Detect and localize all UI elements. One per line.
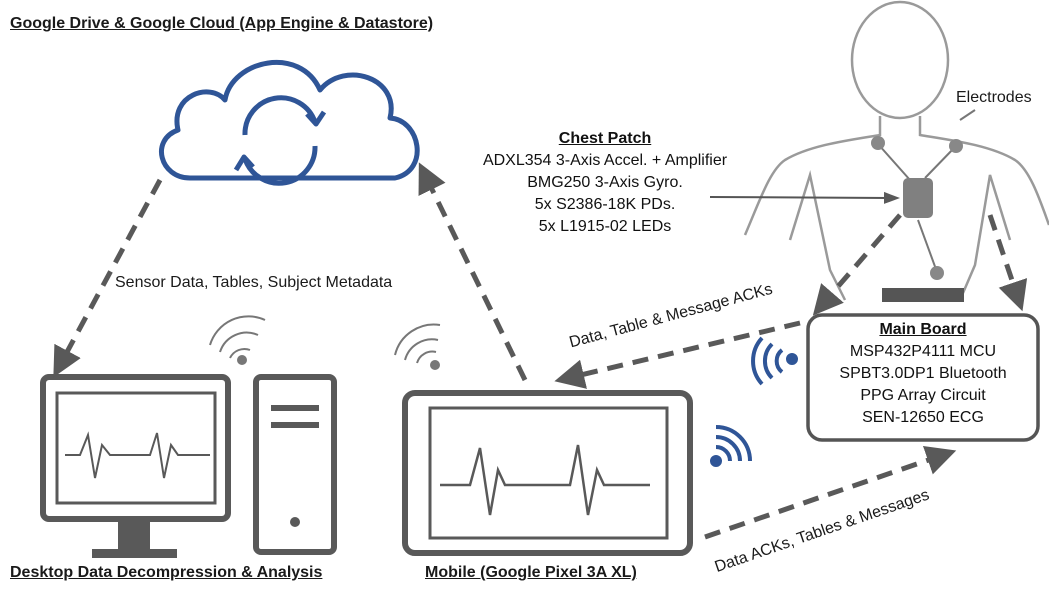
bluetooth-signal-icon-mobile [710,425,752,467]
electrode-left [871,136,885,150]
sync-icon [233,95,327,186]
electrodes-label: Electrodes [956,89,1032,106]
chest-patch-line: ADXL354 3-Axis Accel. + Amplifier [482,152,728,169]
arrow-cloud-to-desktop [53,178,163,378]
chest-patch-pointer [709,191,900,204]
electrodes [871,136,963,280]
chest-patch-line: 5x S2386-18K PDs. [534,196,676,213]
human-body-outline [743,0,1049,301]
chest-patch-line: 5x L1915-02 LEDs [538,218,672,235]
main-board-line: PPG Array Circuit [860,387,986,404]
mobile-title: Mobile (Google Pixel 3A XL) [425,564,637,581]
arrow-patch-to-board [812,213,902,316]
main-board-line: SPBT3.0DP1 Bluetooth [839,365,1007,382]
cloud-icon [159,60,420,181]
cloud-title: Google Drive & Google Cloud (App Engine … [10,15,434,32]
bluetooth-signal-icon-board [751,336,798,386]
wifi-icon-mobile [394,323,441,370]
arrow-mobile-to-cloud [418,162,528,382]
electrode-lower [930,266,944,280]
desktop-monitor-icon [40,374,231,558]
arrow-electrodes-to-board [987,214,1028,312]
cloud-link-label: Sensor Data, Tables, Subject Metadata [115,274,393,291]
mobile-phone-icon [402,390,693,556]
desktop-tower-icon [253,374,337,555]
main-board-line: SEN-12650 ECG [862,409,984,426]
chest-patch-title: Chest Patch [558,130,652,147]
chest-patch-device [903,178,933,218]
desktop-title: Desktop Data Decompression & Analysis [10,564,323,581]
main-board-line: MSP432P4111 MCU [849,343,997,360]
main-board-block: Main Board MSP432P4111 MCU SPBT3.0DP1 Bl… [808,319,1038,429]
chest-patch-line: BMG250 3-Axis Gyro. [527,174,683,191]
main-board-title: Main Board [879,321,967,338]
arrow-board-to-mobile [554,320,801,389]
waistband [882,288,964,302]
arrow-mobile-to-board [704,446,957,540]
electrode-right [949,139,963,153]
main-board-box [806,313,1040,442]
chest-patch-block: Chest Patch ADXL354 3-Axis Accel. + Ampl… [455,128,755,238]
electrode-wires [877,109,976,273]
wifi-icon-desktop [209,315,266,365]
